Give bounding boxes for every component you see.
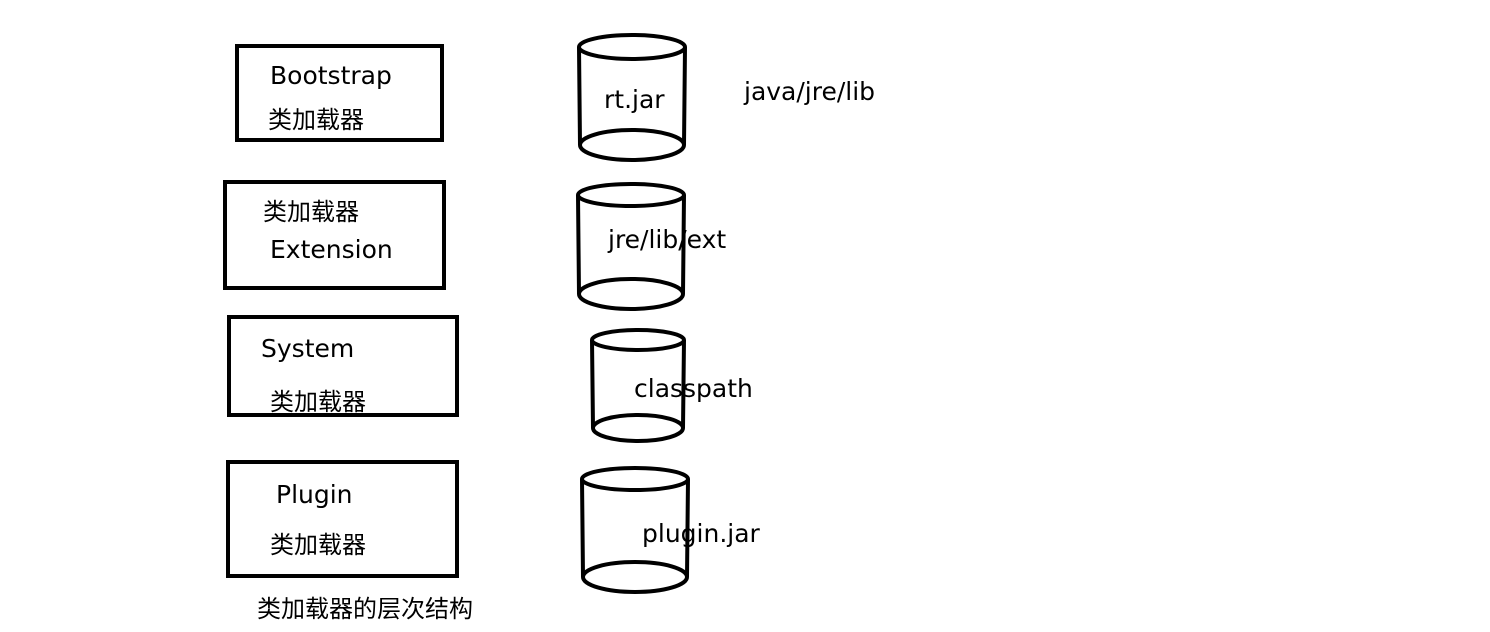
classpath-cylinder	[590, 328, 686, 443]
rt-jar-label: rt.jar	[604, 85, 665, 114]
system-loader-suffix: 类加载器	[270, 388, 366, 416]
ext-path-label: jre/lib/ext	[608, 225, 727, 254]
rt-jar-cylinder	[577, 33, 687, 162]
plugin-jar-cylinder	[580, 466, 690, 594]
ext-cylinder	[576, 182, 686, 311]
system-loader-name: System	[261, 334, 355, 363]
plugin-loader-box	[226, 460, 459, 578]
plugin-loader-suffix: 类加载器	[270, 531, 366, 559]
bootstrap-loader-name: Bootstrap	[270, 61, 392, 90]
extension-loader-prefix: 类加载器	[263, 198, 359, 226]
plugin-loader-name: Plugin	[276, 480, 353, 509]
plugin-jar-label: plugin.jar	[642, 519, 760, 548]
system-loader-box	[227, 315, 459, 417]
classpath-label: classpath	[634, 374, 753, 403]
extension-loader-name: Extension	[270, 235, 393, 264]
bootstrap-loader-box	[235, 44, 444, 142]
diagram-caption: 类加载器的层次结构	[257, 595, 473, 623]
extension-loader-box	[223, 180, 446, 290]
bootstrap-loader-suffix: 类加载器	[268, 106, 364, 134]
jre-lib-path-label: java/jre/lib	[744, 77, 876, 106]
